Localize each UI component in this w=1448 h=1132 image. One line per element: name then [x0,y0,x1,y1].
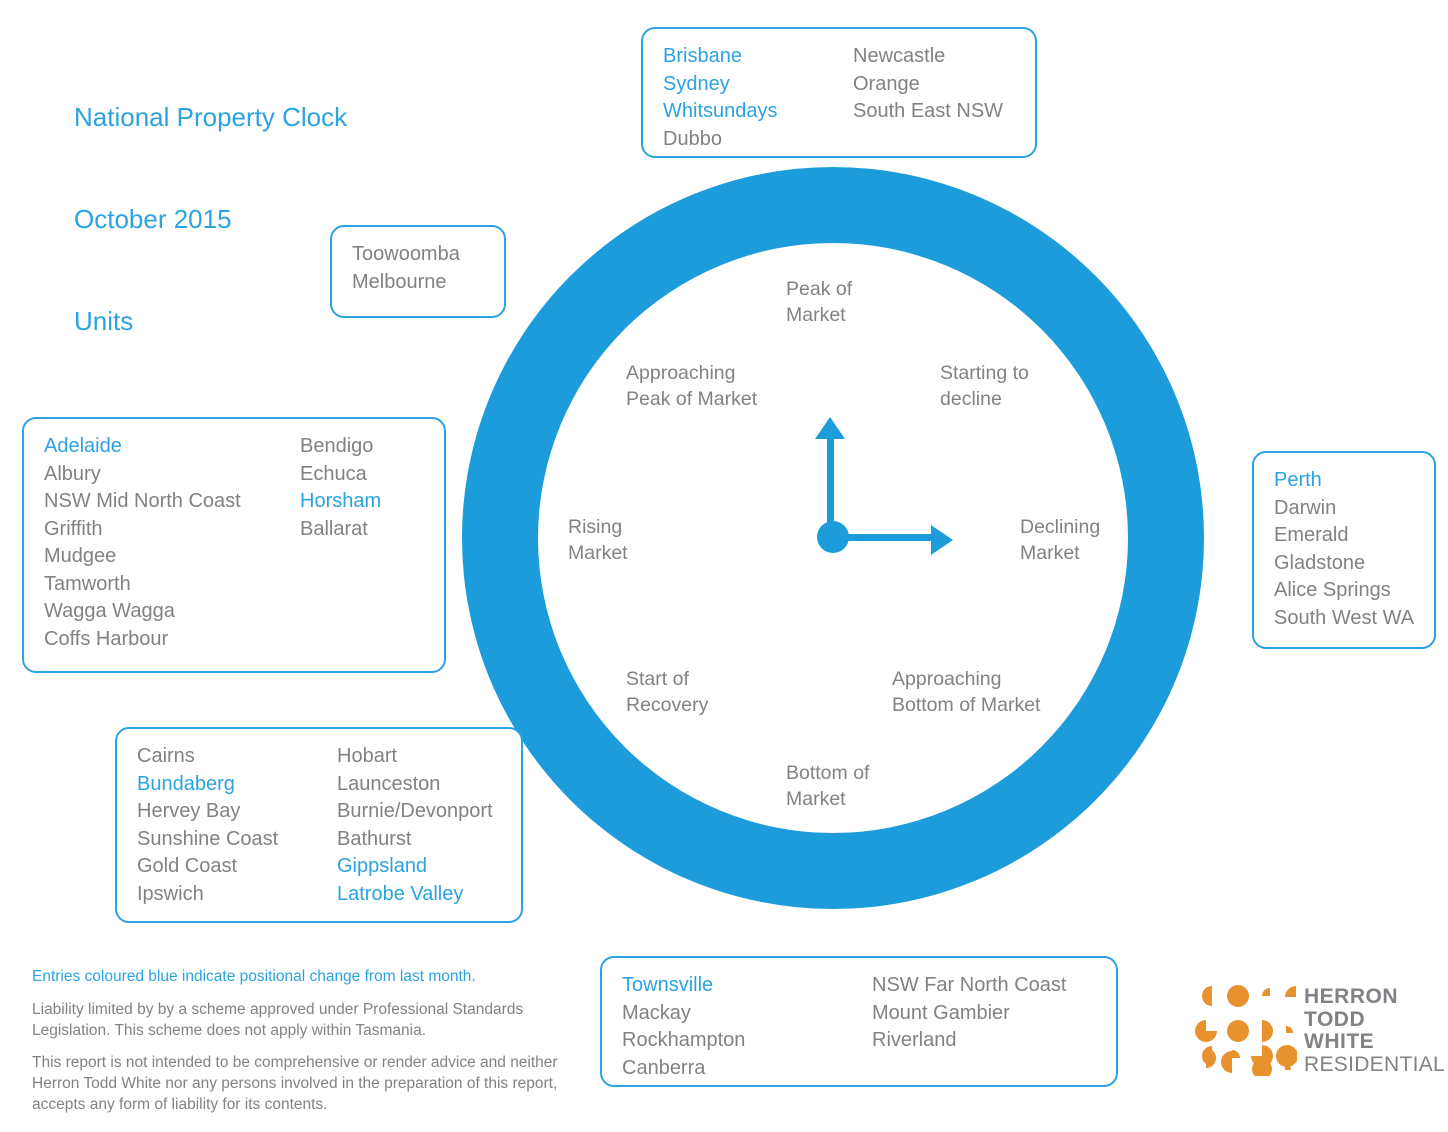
region-entry: Orange [853,72,920,95]
clock-label-start-of-recovery: Start of Recovery [626,668,709,716]
region-entry: Albury [44,462,101,485]
region-entry: Mackay [622,1001,691,1024]
title-line-3: Units [74,306,134,336]
liability-paragraph: Liability limited by by a scheme approve… [32,1001,524,1039]
page-title: National Property Clock October 2015 Uni… [74,32,347,372]
clock-label-peak-of-market: Peak of Market [786,278,853,326]
footer-disclaimer: Entries coloured blue indicate positiona… [32,966,577,1126]
region-entry: Hervey Bay [137,800,241,822]
region-entry: Emerald [1274,524,1349,546]
region-entry: Mount Gambier [872,1001,1010,1024]
region-entry: Darwin [1274,496,1337,519]
logo-line-residential: RESIDENTIAL [1304,1052,1445,1076]
region-entry: Launceston [337,772,441,795]
clock-label-approaching-peak-of-market: Approaching Peak of Market [626,362,758,410]
region-entry: Bathurst [337,827,412,850]
legend-note: Entries coloured blue indicate positiona… [32,968,476,985]
region-entry: Bendigo [300,435,374,457]
region-entry: Adelaide [44,435,122,457]
region-entry: Tamworth [44,572,131,595]
region-entry: Dubbo [663,127,722,150]
region-entry: Whitsundays [663,100,778,122]
region-entry: Sydney [663,72,730,95]
clock-minute-hand [833,534,933,541]
region-entry: South West WA [1274,606,1415,629]
logo-mark-icon [1195,985,1297,1076]
region-entry: Echuca [300,462,367,485]
clock-center-pivot [817,521,849,553]
region-entry: Wagga Wagga [44,600,175,622]
region-entry: NSW Far North Coast [872,974,1067,996]
logo-line-herron: HERRON [1304,985,1399,1008]
clock-minute-hand-arrow-icon [931,525,953,555]
region-entry: Ballarat [300,517,368,540]
clock-hour-hand [827,435,834,538]
region-entry: Toowoomba [352,243,460,265]
clock-label-rising-market: Rising Market [568,516,628,564]
region-entry: South East NSW [853,100,1004,122]
title-line-2: October 2015 [74,204,232,234]
region-entry: Cairns [137,745,195,767]
region-entry: Alice Springs [1274,579,1391,601]
region-entry: Sunshine Coast [137,827,279,850]
herron-todd-white-logo: HERRON TODD WHITE RESIDENTIAL [1192,984,1445,1084]
region-entry: Canberra [622,1056,706,1079]
region-entry: Latrobe Valley [337,882,464,905]
region-entry: Bundaberg [137,772,235,795]
clock-label-starting-to-decline: Starting to decline [940,362,1029,410]
clock-label-declining-market: Declining Market [1020,516,1101,564]
region-entry: Rockhampton [622,1029,746,1051]
clock-label-bottom-of-market: Bottom of Market [786,762,870,810]
region-entry: Ipswich [137,882,204,905]
region-entry: Griffith [44,517,103,540]
region-entry: Hobart [337,745,398,767]
clock-hour-hand-arrow-icon [815,417,845,439]
region-entry: Gold Coast [137,855,238,877]
report-scope-paragraph: This report is not intended to be compre… [32,1054,558,1113]
region-entry: Townsville [622,974,714,996]
region-entry: Newcastle [853,45,946,67]
region-entry: Perth [1274,469,1322,491]
clock-label-approaching-bottom-of-market: Approaching Bottom of Market [892,668,1041,716]
region-entry: NSW Mid North Coast [44,490,241,512]
region-entry: Burnie/Devonport [337,800,493,822]
region-entry: Gippsland [337,855,428,877]
logo-wordmark: HERRON TODD WHITE RESIDENTIAL [1304,985,1445,1076]
logo-line-white: WHITE [1304,1030,1375,1053]
region-entry: Mudgee [44,545,117,567]
region-entry: Riverland [872,1029,957,1051]
title-line-1: National Property Clock [74,102,348,132]
region-entry: Gladstone [1274,551,1366,574]
region-entry: Brisbane [663,45,742,67]
region-entry: Coffs Harbour [44,627,169,650]
region-entry: Horsham [300,490,382,512]
region-entry: Melbourne [352,270,447,293]
logo-line-todd: TODD [1304,1007,1366,1031]
